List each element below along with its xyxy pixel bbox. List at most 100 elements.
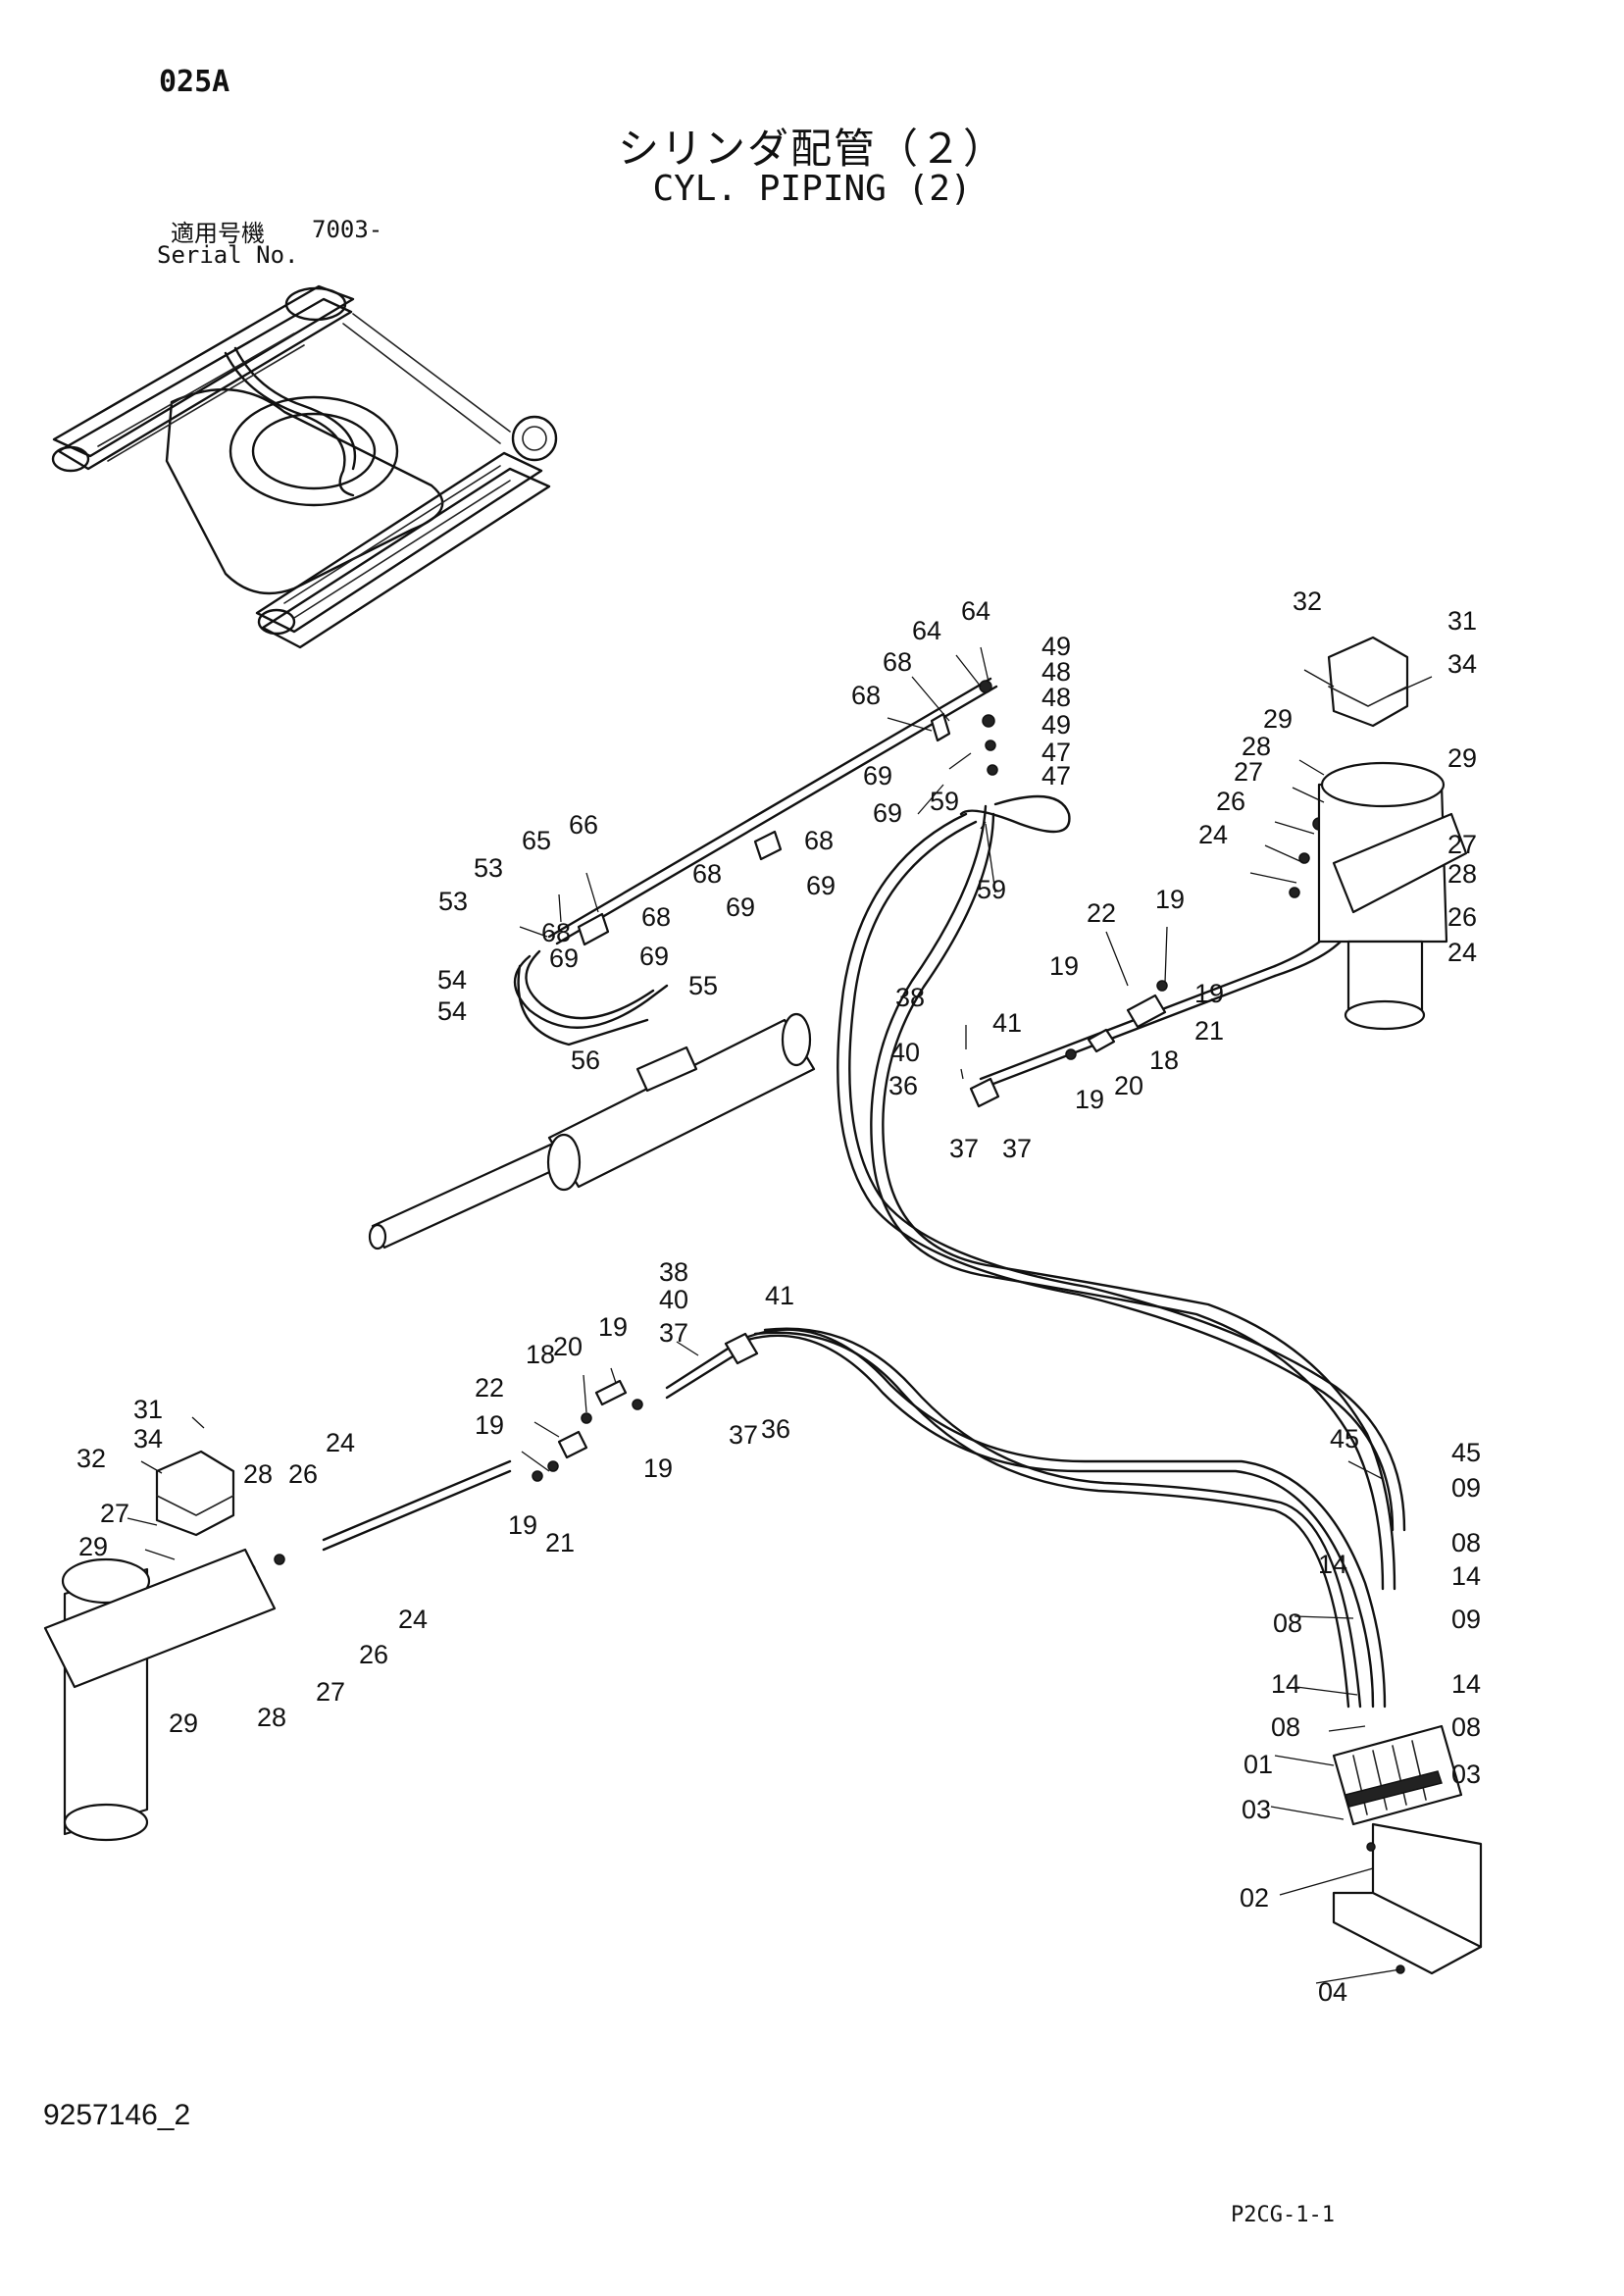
callout-label: 36 [761,1414,790,1444]
callout-label: 69 [639,942,669,971]
callout-label: 31 [133,1395,163,1424]
page-code: 025A [159,65,230,99]
callout-label: 38 [895,983,925,1012]
callout-label: 21 [1194,1016,1224,1046]
left-pedestal [43,1450,277,1842]
callout-label: 31 [1447,606,1477,636]
title-english: CYL. PIPING (2) [652,169,972,209]
callout-label: 19 [1075,1085,1104,1114]
callout-label: 64 [912,616,941,645]
serial-number: 7003- [312,216,383,243]
callout-label: 18 [526,1340,555,1369]
callout-label: 55 [688,971,718,1000]
callout-label: 64 [961,596,990,626]
callout-label: 14 [1318,1550,1347,1579]
callout-label: 03 [1451,1760,1481,1789]
callout-label: 37 [949,1134,979,1163]
callout-label: 22 [1087,898,1116,928]
callout-label: 68 [541,918,571,947]
callout-label: 09 [1451,1605,1481,1634]
callout-label: 49 [1041,632,1071,661]
callout-label: 69 [726,893,755,922]
callout-label: 36 [888,1071,918,1100]
callout-label: 14 [1271,1669,1300,1699]
callout-label: 08 [1271,1712,1300,1742]
serial-label-english: Serial No. [157,241,299,269]
callout-label: 20 [553,1332,583,1361]
callout-label: 22 [475,1373,504,1403]
callout-label: 09 [1451,1473,1481,1503]
callout-label: 29 [1263,704,1293,734]
callout-label: 69 [863,761,892,791]
callout-label: 69 [549,944,579,973]
callout-label: 19 [1049,951,1079,981]
callout-label: 37 [659,1318,688,1348]
callout-label: 27 [100,1499,129,1528]
callout-label: 27 [316,1677,345,1707]
callout-label: 19 [598,1312,628,1342]
callout-label: 37 [1002,1134,1032,1163]
callout-label: 59 [977,875,1006,904]
callout-label: 45 [1330,1424,1359,1454]
callout-label: 26 [1447,902,1477,932]
left-hose-assembly [244,1332,759,1575]
callout-label: 24 [1198,820,1228,849]
long-hoses [734,794,1406,1709]
callout-label: 68 [883,647,912,677]
callout-label: 24 [1447,938,1477,967]
callout-label: 38 [659,1257,688,1287]
callout-label: 68 [804,826,834,855]
callout-label: 19 [508,1510,537,1540]
callout-label: 41 [992,1008,1022,1038]
callout-label: 54 [437,965,467,995]
callout-label: 04 [1318,1977,1347,2007]
callout-label: 49 [1041,710,1071,740]
callout-label: 01 [1243,1750,1273,1779]
callout-label: 02 [1240,1883,1269,1913]
callout-label: 37 [729,1420,758,1450]
callout-label: 28 [1447,859,1477,889]
callout-label: 66 [569,810,598,840]
title-japanese: シリンダ配管（２） [617,125,1006,173]
callout-label: 19 [1194,979,1224,1008]
callout-label: 65 [522,826,551,855]
callout-label: 20 [1114,1071,1143,1100]
callout-label: 03 [1242,1795,1271,1824]
callout-label: 68 [851,681,881,710]
callout-labels: 64 64 49 48 48 68 68 49 47 47 69 69 59 5… [76,587,1481,2007]
callout-label: 27 [1234,757,1263,787]
callout-label: 32 [76,1444,106,1473]
callout-label: 08 [1451,1528,1481,1557]
callout-label: 19 [1155,885,1185,914]
callout-label: 18 [1149,1046,1179,1075]
right-pedestal [1317,636,1468,1031]
mounting-bracket [1332,1822,1483,1975]
callout-label: 26 [288,1459,318,1489]
callout-label: 21 [545,1528,575,1557]
callout-label: 29 [1447,743,1477,773]
hydraulic-cylinder [368,1012,816,1250]
callout-label: 19 [475,1410,504,1440]
callout-label: 14 [1451,1669,1481,1699]
callout-label: 32 [1293,587,1322,616]
callout-label: 68 [692,859,722,889]
serial-label-japanese: 適用号機 [171,220,265,247]
callout-label: 59 [930,787,959,816]
callout-label: 47 [1041,738,1071,767]
callout-label: 24 [326,1428,355,1457]
callout-label: 08 [1451,1712,1481,1742]
callout-label: 27 [1447,830,1477,859]
upper-steel-pipe [547,677,998,946]
callout-label: 68 [641,902,671,932]
callout-label: 69 [873,798,902,828]
callout-label: 40 [890,1038,920,1067]
callout-label: 40 [659,1285,688,1314]
callout-label: 26 [1216,787,1245,816]
callout-label: 34 [133,1424,163,1454]
callout-label: 19 [643,1454,673,1483]
callout-label: 69 [806,871,836,900]
callout-label: 14 [1451,1561,1481,1591]
callout-label: 29 [169,1709,198,1738]
callout-label: 54 [437,996,467,1026]
